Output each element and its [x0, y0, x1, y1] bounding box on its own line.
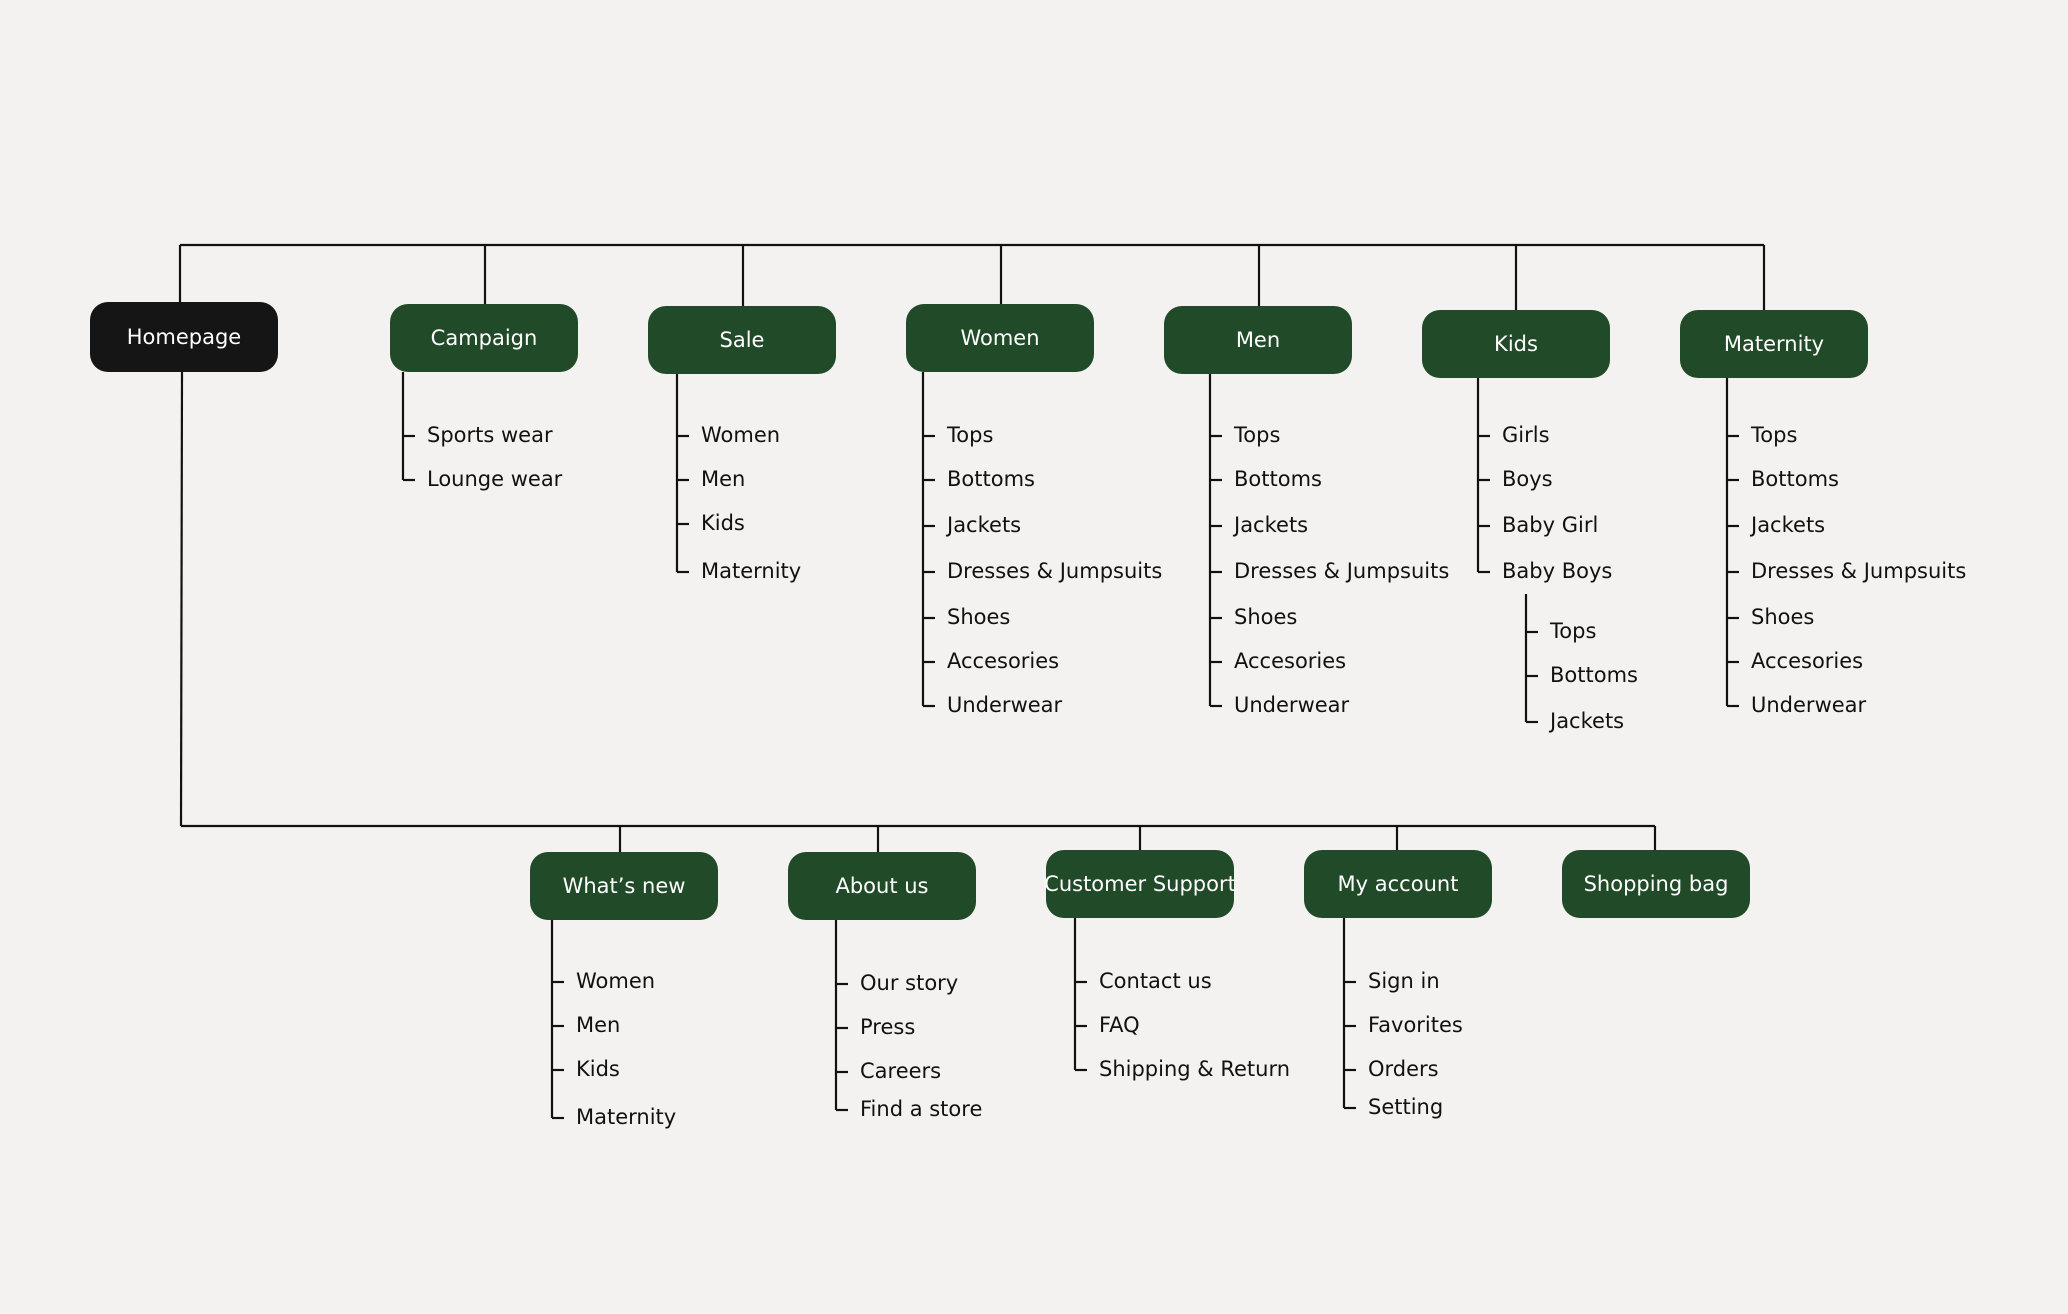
item-shoes[interactable]: Shoes	[1751, 605, 1815, 629]
item-dresses-jumpsuits[interactable]: Dresses & Jumpsuits	[947, 559, 1163, 583]
connector-line	[179, 371, 184, 827]
item-setting[interactable]: Setting	[1368, 1095, 1444, 1119]
item-jackets[interactable]: Jackets	[1550, 709, 1625, 733]
item-shoes[interactable]: Shoes	[947, 605, 1011, 629]
item-tops[interactable]: Tops	[947, 423, 994, 447]
item-contact-us[interactable]: Contact us	[1099, 969, 1212, 993]
item-jackets[interactable]: Jackets	[1234, 513, 1309, 537]
item-men[interactable]: Men	[701, 467, 746, 491]
item-maternity[interactable]: Maternity	[576, 1105, 677, 1129]
item-kids[interactable]: Kids	[701, 511, 745, 535]
node-my-account[interactable]: My account	[1304, 850, 1492, 918]
item-careers[interactable]: Careers	[860, 1059, 942, 1083]
node-about-us[interactable]: About us	[788, 852, 976, 920]
node-men[interactable]: Men	[1164, 306, 1352, 374]
item-dresses-jumpsuits[interactable]: Dresses & Jumpsuits	[1234, 559, 1450, 583]
node-customer-support[interactable]: Customer Support	[1044, 850, 1236, 918]
item-accesories[interactable]: Accesories	[1234, 649, 1347, 673]
item-kids[interactable]: Kids	[576, 1057, 620, 1081]
item-women[interactable]: Women	[701, 423, 781, 447]
item-women[interactable]: Women	[576, 969, 656, 993]
item-tops[interactable]: Tops	[1234, 423, 1281, 447]
item-find-a-store[interactable]: Find a store	[860, 1097, 983, 1121]
item-girls[interactable]: Girls	[1502, 423, 1550, 447]
item-jackets[interactable]: Jackets	[947, 513, 1022, 537]
item-bottoms[interactable]: Bottoms	[947, 467, 1035, 491]
node-kids[interactable]: Kids	[1422, 310, 1610, 378]
item-bottoms[interactable]: Bottoms	[1550, 663, 1638, 687]
node-whats-new[interactable]: What’s new	[530, 852, 718, 920]
node-homepage[interactable]: Homepage	[90, 302, 278, 372]
node-maternity[interactable]: Maternity	[1680, 310, 1868, 378]
item-underwear[interactable]: Underwear	[1751, 693, 1867, 717]
item-sports-wear[interactable]: Sports wear	[427, 423, 553, 447]
item-boys[interactable]: Boys	[1502, 467, 1553, 491]
item-baby-boys[interactable]: Baby Boys	[1502, 559, 1613, 583]
item-underwear[interactable]: Underwear	[947, 693, 1063, 717]
item-underwear[interactable]: Underwear	[1234, 693, 1350, 717]
item-bottoms[interactable]: Bottoms	[1751, 467, 1839, 491]
node-women[interactable]: Women	[906, 304, 1094, 372]
item-tops[interactable]: Tops	[1751, 423, 1798, 447]
item-our-story[interactable]: Our story	[860, 971, 959, 995]
item-press[interactable]: Press	[860, 1015, 916, 1039]
item-lounge-wear[interactable]: Lounge wear	[427, 467, 563, 491]
item-accesories[interactable]: Accesories	[947, 649, 1060, 673]
node-campaign[interactable]: Campaign	[390, 304, 578, 372]
item-men[interactable]: Men	[576, 1013, 621, 1037]
item-dresses-jumpsuits[interactable]: Dresses & Jumpsuits	[1751, 559, 1967, 583]
node-sale[interactable]: Sale	[648, 306, 836, 374]
item-accesories[interactable]: Accesories	[1751, 649, 1864, 673]
item-maternity[interactable]: Maternity	[701, 559, 802, 583]
item-sign-in[interactable]: Sign in	[1368, 969, 1440, 993]
item-bottoms[interactable]: Bottoms	[1234, 467, 1322, 491]
item-baby-girl[interactable]: Baby Girl	[1502, 513, 1599, 537]
item-faq[interactable]: FAQ	[1099, 1013, 1140, 1037]
item-shipping-return[interactable]: Shipping & Return	[1099, 1057, 1291, 1081]
item-shoes[interactable]: Shoes	[1234, 605, 1298, 629]
item-orders[interactable]: Orders	[1368, 1057, 1439, 1081]
item-jackets[interactable]: Jackets	[1751, 513, 1826, 537]
item-tops[interactable]: Tops	[1550, 619, 1597, 643]
item-favorites[interactable]: Favorites	[1368, 1013, 1463, 1037]
node-shopping-bag[interactable]: Shopping bag	[1562, 850, 1750, 918]
